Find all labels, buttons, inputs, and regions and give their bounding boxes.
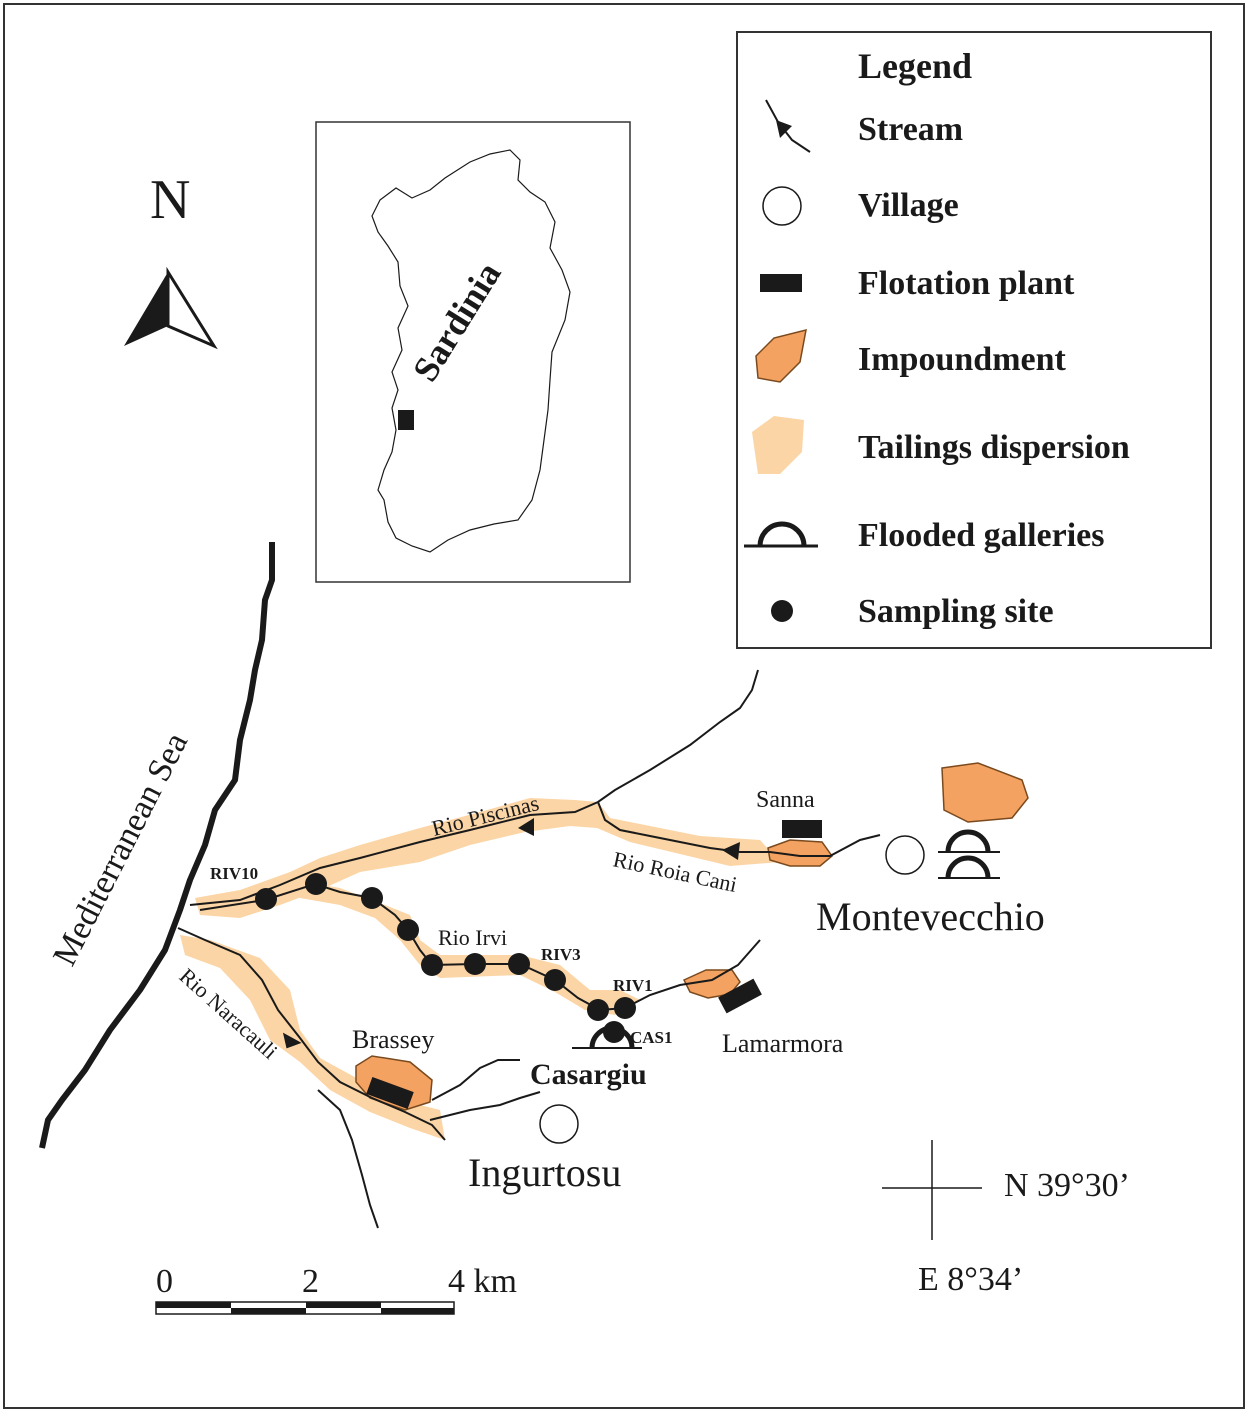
scale-bar: 0 2 4 km	[155, 1263, 517, 1315]
river-label-irvi: Rio Irvi	[438, 925, 507, 950]
flotation-plants	[366, 820, 822, 1109]
scale-tick-0: 0	[156, 1263, 173, 1300]
stream-rio-piscinas	[189, 669, 759, 906]
gallery-montevecchio-2-icon	[938, 855, 1000, 879]
study-area-marker-icon	[398, 410, 414, 430]
site-label-riv1: RIV1	[613, 976, 653, 995]
tailings-dispersion-icon	[752, 416, 804, 474]
place-label-casargiu: Casargiu	[530, 1058, 647, 1091]
legend-label-flotation-plant: Flotation plant	[858, 265, 1075, 302]
coordinate-marker: N 39°30’ E 8°34’	[882, 1140, 1130, 1298]
place-label-montevecchio: Montevecchio	[816, 894, 1045, 939]
legend-frame	[736, 31, 1212, 649]
site-label-riv3: RIV3	[541, 945, 581, 964]
stream-rio-irvi	[199, 882, 761, 1012]
village-circle-icon	[762, 186, 802, 226]
sampling-site	[464, 953, 486, 975]
tailings-piscinas	[195, 798, 780, 918]
arrow-roia-cani-icon	[722, 842, 740, 860]
sampling-site	[305, 873, 327, 895]
north-arrow-left-half-icon	[124, 272, 168, 346]
inset-map: Sardinia	[315, 121, 631, 583]
flow-arrows	[282, 818, 740, 1049]
sampling-site-cas1	[603, 1021, 625, 1043]
legend-label-stream: Stream	[858, 111, 963, 148]
scale-segment	[306, 1302, 381, 1308]
place-label-brassey: Brassey	[352, 1025, 434, 1054]
sampling-site	[361, 887, 383, 909]
place-label-sanna: Sanna	[756, 787, 815, 813]
sampling-sites	[255, 873, 636, 1043]
impoundment-icon	[755, 328, 807, 383]
stream-rio-naracauli	[177, 927, 446, 1141]
stream-naracauli-branch-south	[317, 1089, 379, 1229]
north-arrow: N	[124, 169, 218, 350]
place-label-ingurtosu: Ingurtosu	[468, 1150, 621, 1195]
legend-label-village: Village	[858, 187, 959, 224]
north-label: N	[150, 169, 190, 231]
latitude-label: N 39°30’	[1004, 1167, 1130, 1204]
impoundment-sanna	[767, 839, 834, 867]
scale-segment	[381, 1308, 454, 1314]
village-montevecchio-icon	[885, 835, 925, 875]
place-label-lamarmora: Lamarmora	[722, 1029, 844, 1058]
legend-label-impoundment: Impoundment	[858, 341, 1067, 378]
flooded-galleries-icon	[744, 521, 818, 548]
legend-label-flooded-galleries: Flooded galleries	[858, 517, 1104, 554]
scale-tick-2: 2	[302, 1263, 319, 1300]
coastline	[39, 542, 275, 1149]
inset-frame	[315, 121, 631, 583]
site-label-riv10: RIV10	[210, 864, 258, 883]
arrow-naracauli-icon	[282, 1032, 302, 1049]
stream-brassey-branch	[431, 1059, 520, 1101]
plant-brassey-icon	[366, 1077, 414, 1109]
village-ingurtosu-icon	[539, 1104, 579, 1144]
sampling-site-icon	[771, 600, 793, 622]
sardinia-outline	[371, 149, 571, 553]
longitude-label: E 8°34’	[918, 1261, 1023, 1298]
scale-segment	[156, 1302, 231, 1308]
north-arrow-right-half-icon	[166, 266, 218, 350]
stream-ingurtosu-branch	[429, 1091, 541, 1121]
sampling-site	[421, 954, 443, 976]
sampling-site-riv10	[255, 888, 277, 910]
stream-arrow-head-icon	[776, 120, 792, 138]
plant-lamarmora-icon	[718, 978, 762, 1014]
impoundment-lamarmora	[682, 969, 741, 999]
plant-sanna-icon	[782, 820, 822, 838]
scale-segment	[231, 1308, 306, 1314]
legend: Legend Stream Village Flotation plant Im…	[736, 31, 1212, 649]
sampling-site	[397, 919, 419, 941]
gallery-montevecchio-1-icon	[938, 829, 1000, 853]
scale-tick-4km: 4 km	[448, 1263, 517, 1300]
figure-frame	[3, 3, 1245, 1409]
coordinate-cross-icon	[882, 1140, 982, 1240]
flooded-galleries	[572, 829, 1000, 1049]
tailings-naracauli	[180, 935, 445, 1140]
villages	[539, 835, 925, 1144]
site-label-cas1: CAS1	[630, 1028, 673, 1047]
arrow-piscinas-icon	[518, 818, 534, 836]
legend-label-tailings: Tailings dispersion	[858, 429, 1130, 466]
sampling-site	[508, 953, 530, 975]
impoundment-montevecchio	[941, 762, 1029, 823]
flotation-plant-icon	[760, 274, 802, 292]
sampling-site-riv1	[614, 997, 636, 1019]
streams	[177, 669, 881, 1229]
sampling-site	[587, 999, 609, 1021]
legend-title: Legend	[858, 46, 972, 86]
sampling-site-riv3	[544, 969, 566, 991]
legend-label-sampling-site: Sampling site	[858, 593, 1054, 630]
